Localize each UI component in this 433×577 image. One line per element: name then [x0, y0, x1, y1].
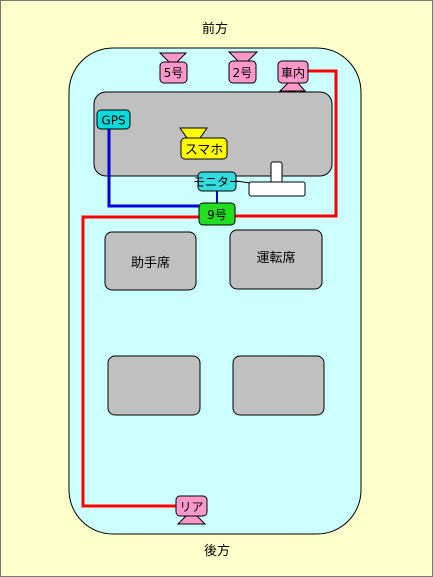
smartphone[interactable]	[180, 137, 228, 160]
smartphone-label: スマホ	[185, 143, 224, 158]
rear-left-seat	[107, 355, 201, 416]
wire-gps	[107, 128, 199, 208]
monitor[interactable]	[197, 171, 237, 192]
passenger-seat	[104, 231, 197, 291]
monitor-connector-line	[235, 180, 251, 184]
camera-2[interactable]	[228, 60, 257, 84]
camera-5[interactable]	[159, 61, 188, 84]
wire-cabin-camera	[217, 69, 338, 218]
monitor-label: モニター	[193, 175, 241, 189]
dashboard	[93, 91, 333, 177]
steering-base	[248, 181, 306, 197]
driver-seat-label: 運転席	[256, 250, 295, 266]
wire-rear-camera	[81, 215, 202, 508]
camera-rear-label: リア	[179, 500, 203, 514]
camera-5-label: 5号	[164, 66, 184, 80]
recorder-9-label: 9号	[207, 208, 227, 222]
camera-cabin-label: 車内	[281, 66, 305, 80]
camera-cabin-mount	[278, 82, 307, 92]
rear-label: 後方	[204, 543, 230, 559]
camera-2-label: 2号	[233, 66, 253, 80]
recorder-9[interactable]	[198, 202, 236, 226]
driver-seat	[229, 229, 323, 290]
passenger-seat-label: 助手席	[131, 255, 170, 271]
front-label: 前方	[202, 21, 228, 37]
steering-column	[270, 161, 283, 185]
gps-unit[interactable]	[96, 109, 131, 130]
gps-label: GPS	[101, 114, 125, 128]
camera-rear-mount	[176, 515, 207, 525]
rear-right-seat	[232, 355, 325, 416]
